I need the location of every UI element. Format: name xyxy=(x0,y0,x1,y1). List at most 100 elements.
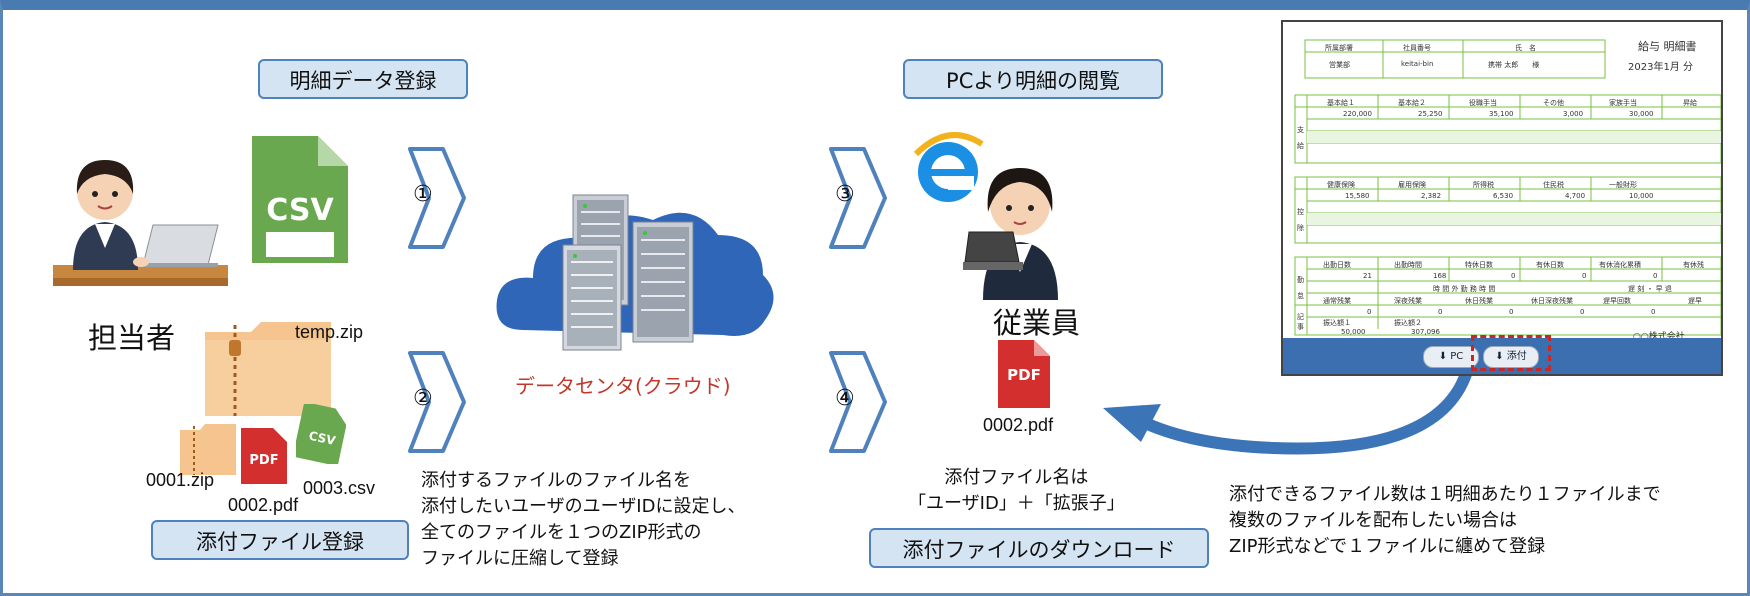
download-pdf-filename: 0002.pdf xyxy=(983,415,1054,435)
download-icon: ⬇ xyxy=(1438,351,1451,362)
attach-name-line-1: 添付ファイル名は xyxy=(944,467,1089,488)
datacenter-cloud-illustration xyxy=(496,194,774,351)
payslip-value-name: 携帯 太郎 様 xyxy=(1488,61,1540,69)
payslip-header-dept: 所属部署 xyxy=(1325,44,1353,52)
label-download-attachment: 添付ファイルのダウンロード xyxy=(869,528,1209,568)
pay-head-3: 役職手当 xyxy=(1469,99,1497,107)
label-register-detail: 明細データ登録 xyxy=(258,59,468,99)
staff-label: 担当者 xyxy=(88,321,176,355)
att-val-2: 168 xyxy=(1433,272,1447,280)
employee-laptop-icon xyxy=(963,231,1023,270)
payslip-attach-label: 添付 xyxy=(1506,351,1527,362)
pay-head-2: 基本給２ xyxy=(1398,99,1426,107)
ot-val-5: 0 xyxy=(1651,308,1656,316)
ded-head-4: 住民税 xyxy=(1543,181,1564,189)
csv-file-icon: CSV xyxy=(252,136,348,263)
ded-head-3: 所得税 xyxy=(1473,181,1494,189)
step-3-number: ③ xyxy=(835,182,855,207)
limit-line-2: 複数のファイルを配布したい場合は xyxy=(1229,510,1517,531)
payslip-pc-button[interactable]: ⬇ PC xyxy=(1423,346,1479,368)
ot-val-1: 0 xyxy=(1367,308,1372,316)
payslip-title: 給与 明細書 xyxy=(1638,40,1697,53)
transfer-head-2: 振込額２ xyxy=(1394,319,1422,327)
step-1-number: ① xyxy=(413,182,433,207)
file-0003-csv: 0003.csv xyxy=(303,478,376,498)
payslip-attach-button[interactable]: ⬇ 添付 xyxy=(1483,346,1539,368)
limit-note: 添付できるファイル数は１明細あたり１ファイルまで 複数のファイルを配布したい場合… xyxy=(1229,482,1661,560)
att-head-6: 有休残 xyxy=(1683,261,1704,269)
small-csv-file-icon: CSV xyxy=(296,404,346,464)
temp-zip-label: temp.zip xyxy=(295,322,364,342)
pay-head-5: 家族手当 xyxy=(1609,99,1637,107)
ot-head-3: 休日残業 xyxy=(1465,297,1493,305)
attach-instructions-line-2: 添付したいユーザのユーザIDに設定し、 xyxy=(421,496,746,517)
pay-val-2: 25,250 xyxy=(1418,110,1443,118)
att-val-1: 21 xyxy=(1363,272,1372,280)
att-head-3: 特休日数 xyxy=(1465,261,1493,269)
payslip-value-dept: 営業部 xyxy=(1329,61,1350,69)
attach-instructions-line-1: 添付するファイルのファイル名を xyxy=(421,470,691,491)
ded-val-3: 6,530 xyxy=(1493,192,1514,200)
pay-head-1: 基本給１ xyxy=(1327,99,1355,107)
small-pdf-file-icon: PDF xyxy=(241,428,287,484)
att-val-4: 0 xyxy=(1582,272,1587,280)
csv-icon-text: CSV xyxy=(266,193,334,228)
payslip-footer-bar: ⬇ PC ⬇ 添付 xyxy=(1283,335,1721,374)
attach-name-line-2: 「ユーザID」＋「拡張子」 xyxy=(908,493,1125,514)
pay-val-4: 3,000 xyxy=(1563,110,1584,118)
limit-line-1: 添付できるファイル数は１明細あたり１ファイルまで xyxy=(1229,484,1661,505)
attach-instructions-line-4: ファイルに圧縮して登録 xyxy=(421,548,619,569)
file-0002-pdf: 0002.pdf xyxy=(228,495,299,515)
transfer-val-2: 307,096 xyxy=(1411,328,1440,336)
curved-arrow xyxy=(1103,362,1474,455)
att-val-3: 0 xyxy=(1511,272,1516,280)
ot-head-4: 休日深夜残業 xyxy=(1531,297,1573,305)
att-head-5: 有休消化累積 xyxy=(1599,261,1641,269)
limit-line-3: ZIP形式などで１ファイルに纏めて登録 xyxy=(1229,536,1546,557)
small-csv-text: CSV xyxy=(307,429,337,448)
ot-head-2: 深夜残業 xyxy=(1394,297,1422,305)
ded-val-5: 10,000 xyxy=(1629,192,1654,200)
att-val-5: 0 xyxy=(1653,272,1658,280)
ot-head-5: 遅早回数 xyxy=(1603,297,1631,305)
payslip-section-pay: 支給 xyxy=(1297,126,1304,150)
browser-e-icon xyxy=(913,132,984,202)
payslip-section-note: 記事 xyxy=(1297,313,1304,331)
download-icon: ⬇ xyxy=(1495,351,1507,362)
ot-val-3: 0 xyxy=(1509,308,1514,316)
zip-folder-icon xyxy=(205,322,331,416)
attach-instructions-line-3: 全てのファイルを１つのZIP形式の xyxy=(421,522,702,543)
ot-head-6: 遅早 xyxy=(1688,297,1702,305)
attach-highlight-box xyxy=(1471,335,1551,371)
ot-val-4: 0 xyxy=(1580,308,1585,316)
overtime-title: 時 間 外 勤 務 時 間 xyxy=(1433,285,1496,293)
datacenter-label: データセンタ(クラウド) xyxy=(515,374,731,398)
ded-head-5: 一般財形 xyxy=(1609,181,1637,189)
payslip-grid xyxy=(1294,39,1721,336)
attach-instructions-note: 添付するファイルのファイル名を 添付したいユーザのユーザIDに設定し、 全てのフ… xyxy=(421,468,745,572)
pay-val-1: 220,000 xyxy=(1343,110,1372,118)
small-pdf-text: PDF xyxy=(249,453,278,468)
ded-val-2: 2,382 xyxy=(1421,192,1442,200)
payslip-section-attend: 勤怠 xyxy=(1297,276,1304,300)
step-arrow-4 xyxy=(829,351,887,453)
payslip-section-deduct: 控除 xyxy=(1297,208,1304,232)
label-pc-view: PCより明細の閲覧 xyxy=(903,59,1163,99)
pay-head-6: 昇給 xyxy=(1683,99,1697,107)
staff-person-illustration xyxy=(53,160,228,286)
ot-val-2: 0 xyxy=(1438,308,1443,316)
att-head-4: 有休日数 xyxy=(1536,261,1564,269)
ot-head-1: 通常残業 xyxy=(1323,297,1351,305)
step-arrow-2 xyxy=(408,351,466,453)
att-head-2: 出勤時間 xyxy=(1394,261,1422,269)
payslip-screenshot: 所属部署 社員番号 氏 名 営業部 keitai-bin 携帯 太郎 様 給与 … xyxy=(1281,20,1723,376)
step-arrow-1 xyxy=(408,147,466,249)
pay-head-4: その他 xyxy=(1543,99,1564,107)
attach-name-note: 添付ファイル名は 「ユーザID」＋「拡張子」 xyxy=(908,465,1125,517)
payslip-header-name: 氏 名 xyxy=(1515,44,1536,52)
label-register-attachment: 添付ファイル登録 xyxy=(151,520,409,560)
payslip-period: 2023年1月 分 xyxy=(1628,62,1693,73)
ded-val-4: 4,700 xyxy=(1565,192,1586,200)
employee-person-illustration xyxy=(983,168,1058,300)
